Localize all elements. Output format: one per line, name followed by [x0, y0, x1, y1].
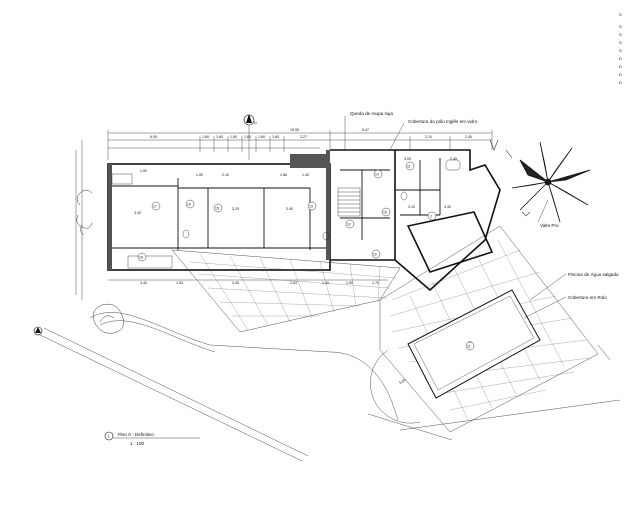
margin-char-1: S [619, 24, 622, 29]
angled-room [406, 211, 494, 273]
room-18: 18 [139, 256, 143, 260]
lower-dim-6: 1.70 [372, 281, 379, 285]
inner-dim-2: 2.10 [222, 173, 229, 177]
pool-dimension: 5.50 [399, 378, 407, 385]
room-15: 15 [215, 207, 219, 211]
margin-char-7: D [619, 72, 622, 77]
dim-2: 1.60 [216, 135, 223, 139]
room-10: 10 [373, 253, 377, 257]
pool: 5.50 [370, 289, 541, 424]
title-scale: 1 : 100 [130, 441, 144, 446]
dim-1: 1.60 [202, 135, 209, 139]
inner-dim-3: 3.20 [232, 207, 239, 211]
inner-dim-0: 1.90 [140, 169, 147, 173]
room-12: 12 [347, 223, 351, 227]
building-walls [107, 149, 501, 292]
lower-dim-5: 1.90 [346, 281, 353, 285]
dimension-chain-top: 15.95 6.05 1.60 1.60 1.60 1.60 1.60 1.60… [107, 128, 493, 160]
right-margin-legend: S S S S S D D D D [619, 12, 622, 85]
inner-dim-11: 2.40 [450, 157, 457, 161]
dim-8: 6.47 [362, 128, 369, 132]
dim-6: 1.60 [272, 135, 279, 139]
dim-0: 6.05 [150, 135, 157, 139]
room-2: 2 [430, 215, 432, 219]
margin-char-5: D [619, 56, 622, 61]
margin-char-6: D [619, 64, 622, 69]
room-14: 14 [375, 173, 379, 177]
inner-dim-4: 2.86 [280, 173, 287, 177]
room-numbers [137, 161, 475, 351]
lower-dim-1: 1.63 [176, 281, 183, 285]
bush-bottom [92, 303, 124, 334]
annotation-pool-water: Piscina de Água salgada [568, 271, 619, 277]
title-number: 1 [108, 434, 111, 439]
dim-10: 2.40 [465, 135, 472, 139]
title-block: 1 Piso 0 - Definitivo 1 : 100 [104, 431, 200, 446]
margin-char-3: S [619, 40, 622, 45]
room-11: 11 [407, 165, 411, 169]
terrace-paving [171, 249, 401, 333]
dim-9: 2.10 [425, 135, 432, 139]
inner-dim-10: 3.00 [404, 157, 411, 161]
room-21: 21 [467, 345, 471, 349]
annotation-pool-cover: Cobertura do pólo Inglês em vidro [408, 119, 478, 124]
dim-7: 3.27 [300, 135, 307, 139]
margin-char-4: S [619, 48, 622, 53]
room-number-labels: 17 18 19 15 13 12 14 16 10 11 2 21 [139, 165, 471, 349]
dim-3: 1.60 [230, 135, 237, 139]
room-16: 16 [383, 211, 387, 215]
inner-dim-8: 2.10 [408, 205, 415, 209]
overall-dimension: 15.95 [290, 128, 299, 132]
site-lines [37, 140, 621, 462]
inner-dimensions: 1.90 1.90 2.10 3.20 2.86 1.40 3.40 3.40 … [134, 157, 457, 215]
lower-dim-4: 1.40 [322, 281, 329, 285]
inner-dim-7: 3.40 [286, 207, 293, 211]
room-19: 19 [187, 203, 191, 207]
small-plants [489, 139, 531, 217]
inner-dim-9: 4.40 [444, 205, 451, 209]
lower-dimensions: 3.40 1.63 3.40 2.63 1.40 1.90 1.70 [108, 279, 388, 285]
inner-dim-1: 1.90 [196, 173, 203, 177]
lower-dim-3: 2.63 [290, 281, 297, 285]
annotation-roll-cover: Cobertura em Rolo [568, 295, 607, 300]
inner-dim-5: 1.40 [302, 173, 309, 177]
room-13: 13 [309, 205, 313, 209]
room-17: 17 [153, 205, 157, 209]
margin-char-2: S [619, 32, 622, 37]
lower-dim-2: 3.40 [232, 281, 239, 285]
lower-dim-0: 3.40 [140, 281, 147, 285]
dim-4: 1.60 [244, 135, 251, 139]
north-label: N [254, 121, 257, 125]
margin-char-8: D [619, 80, 622, 85]
annotation-tree: Valte Pro [540, 223, 559, 228]
annotation-laundry-chute: Queda de roupa suja [350, 111, 393, 116]
title-name: Piso 0 - Definitivo [118, 432, 154, 437]
annotations: Queda de roupa suja Cobertura do pólo In… [344, 111, 619, 319]
inner-dim-6: 3.40 [134, 211, 141, 215]
section-marker [33, 326, 43, 336]
margin-char-0: S [619, 12, 622, 17]
palm-tree [511, 141, 591, 223]
dim-5: 1.60 [258, 135, 265, 139]
shrub-left [76, 189, 93, 236]
north-arrow: N [243, 114, 257, 160]
